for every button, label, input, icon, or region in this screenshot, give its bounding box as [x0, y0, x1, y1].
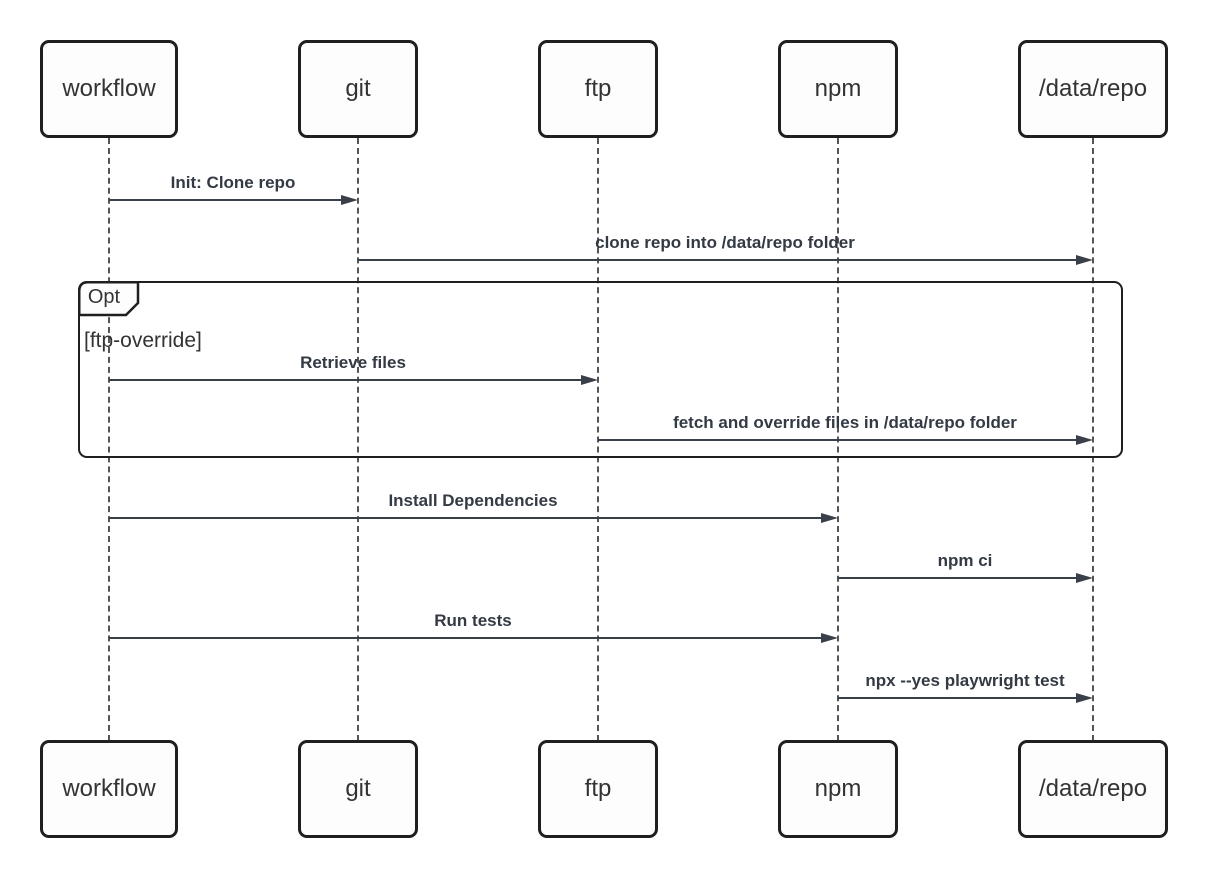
participant-top-data-repo: /data/repo — [1018, 40, 1168, 138]
participant-label: npm — [814, 75, 862, 102]
participant-label: ftp — [584, 75, 612, 102]
message-line — [598, 439, 1076, 441]
participant-bottom-workflow: workflow — [40, 740, 178, 838]
participant-bottom-ftp: ftp — [538, 740, 658, 838]
arrowhead-icon — [1076, 254, 1093, 265]
participant-top-ftp: ftp — [538, 40, 658, 138]
participant-bottom-npm: npm — [778, 740, 898, 838]
message-line — [109, 199, 341, 201]
message-line — [109, 379, 581, 381]
lifeline-workflow — [108, 138, 110, 741]
participant-top-git: git — [298, 40, 418, 138]
participant-label: ftp — [584, 775, 612, 802]
opt-fragment-frame — [78, 281, 1123, 458]
opt-fragment-label: Opt — [87, 285, 121, 308]
message-label: Run tests — [434, 611, 512, 630]
opt-fragment-tab — [78, 281, 140, 317]
arrowhead-icon — [1076, 692, 1093, 703]
arrowhead-icon — [821, 632, 838, 643]
arrowhead-icon — [1076, 434, 1093, 445]
participant-label: workflow — [62, 775, 156, 802]
message-label: Init: Clone repo — [170, 173, 296, 192]
participant-label: /data/repo — [1038, 75, 1148, 102]
message-line — [358, 259, 1076, 261]
participant-top-npm: npm — [778, 40, 898, 138]
participant-label: git — [345, 775, 371, 802]
message-label: fetch and override files in /data/repo f… — [673, 413, 1017, 432]
arrowhead-icon — [1076, 572, 1093, 583]
message-label: Install Dependencies — [388, 491, 558, 510]
message-line — [109, 637, 821, 639]
opt-fragment-guard: [ftp-override] — [84, 329, 202, 352]
arrowhead-icon — [581, 374, 598, 385]
participant-bottom-data-repo: /data/repo — [1018, 740, 1168, 838]
arrowhead-icon — [341, 194, 358, 205]
message-label: npx --yes playwright test — [865, 671, 1065, 690]
lifeline-data-repo — [1092, 138, 1094, 741]
message-line — [838, 697, 1076, 699]
participant-bottom-git: git — [298, 740, 418, 838]
participant-label: workflow — [62, 75, 156, 102]
participant-label: npm — [814, 775, 862, 802]
message-label: Retrieve files — [300, 353, 406, 372]
participant-top-workflow: workflow — [40, 40, 178, 138]
participant-label: git — [345, 75, 371, 102]
participant-label: /data/repo — [1038, 775, 1148, 802]
message-label: clone repo into /data/repo folder — [595, 233, 855, 252]
message-label: npm ci — [937, 551, 993, 570]
arrowhead-icon — [821, 512, 838, 523]
lifeline-git — [357, 138, 359, 741]
message-line — [838, 577, 1076, 579]
message-line — [109, 517, 821, 519]
